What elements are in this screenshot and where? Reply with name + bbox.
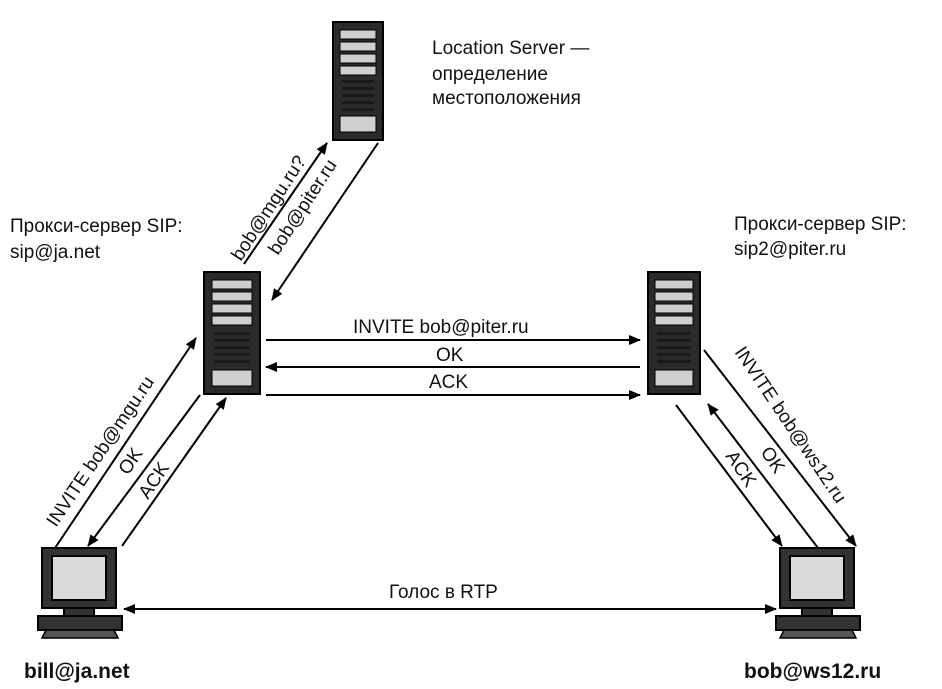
ok-proxies-label: OK — [436, 345, 464, 366]
client-right-label: bob@ws12.ru — [744, 660, 881, 683]
invite-proxies-label: INVITE bob@piter.ru — [353, 317, 529, 338]
ack-right-label: ACK — [721, 447, 760, 491]
proxy-server-right-icon — [647, 271, 701, 395]
invite-right-arrow — [703, 349, 857, 547]
ok-left-arrow — [87, 394, 201, 547]
location-server-icon — [332, 21, 384, 141]
workstation-right-icon — [775, 547, 861, 639]
workstation-left-icon — [37, 547, 123, 639]
invite-left-arrow — [54, 337, 197, 549]
voice-label: Голос в RTP — [389, 582, 498, 603]
query-arrow — [243, 142, 328, 265]
ack-left-arrow — [121, 397, 227, 547]
client-left-label: bill@ja.net — [24, 660, 130, 683]
proxy-right-label: Прокси-сервер SIP: sip2@piter.ru — [734, 214, 912, 260]
location-server-label: Location Server — определение местополож… — [432, 38, 595, 109]
reply-arrow — [271, 142, 379, 301]
ack-proxies-label: ACK — [429, 372, 468, 393]
ok-right-arrow — [707, 403, 819, 549]
proxy-server-left-icon — [203, 271, 261, 395]
invite-left-label: INVITE bob@mgu.ru — [43, 373, 159, 531]
ack-right-arrow — [675, 404, 783, 547]
proxy-left-label: Прокси-сервер SIP: sip@ja.net — [10, 216, 188, 263]
